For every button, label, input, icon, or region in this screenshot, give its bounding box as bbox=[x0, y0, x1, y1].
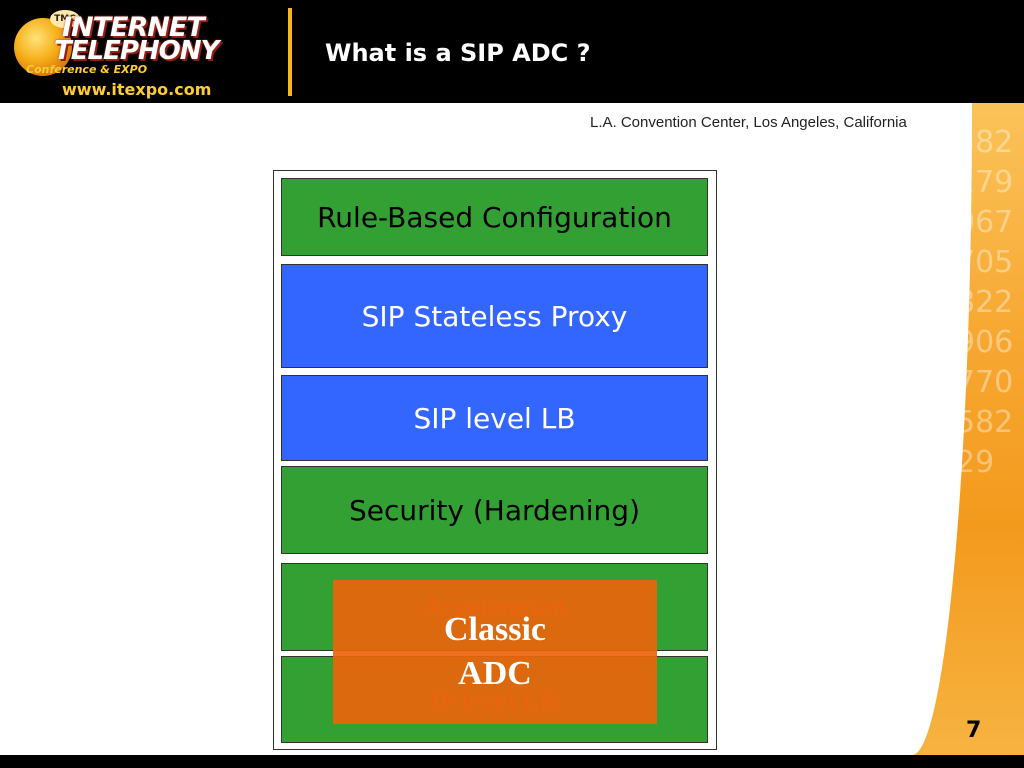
layer-sip-level-lb: SIP level LB bbox=[281, 375, 708, 461]
logo-text-conference: Conference & EXPO bbox=[26, 63, 148, 76]
slide-title: What is a SIP ADC ? bbox=[325, 39, 591, 67]
tmc-badge: TMC bbox=[50, 10, 80, 28]
layer-security-hardening: Security (Hardening) bbox=[281, 466, 708, 554]
logo-url: www.itexpo.com bbox=[62, 80, 212, 99]
layer-sip-stateless-proxy: SIP Stateless Proxy bbox=[281, 264, 708, 368]
layer-rule-based-configuration: Rule-Based Configuration bbox=[281, 178, 708, 256]
classic-adc-overlay: Classic ADC bbox=[333, 580, 657, 724]
decor-curve bbox=[912, 103, 972, 755]
logo-text-telephony: TELEPHONY bbox=[54, 36, 219, 66]
venue-location: L.A. Convention Center, Los Angeles, Cal… bbox=[590, 114, 907, 131]
overlay-line-adc: ADC bbox=[458, 655, 532, 692]
header-divider bbox=[288, 8, 292, 96]
itexpo-logo: TMC INTERNET TELEPHONY Conference & EXPO… bbox=[6, 6, 276, 100]
overlay-line-classic: Classic bbox=[444, 611, 546, 648]
slide-footer-bar bbox=[0, 755, 1024, 768]
slide-header: TMC INTERNET TELEPHONY Conference & EXPO… bbox=[0, 0, 1024, 103]
logo-text-internet: INTERNET bbox=[62, 12, 205, 43]
decorative-digit-strip: 58227906770582290677058229 bbox=[912, 103, 1024, 755]
page-number: 7 bbox=[966, 718, 982, 743]
